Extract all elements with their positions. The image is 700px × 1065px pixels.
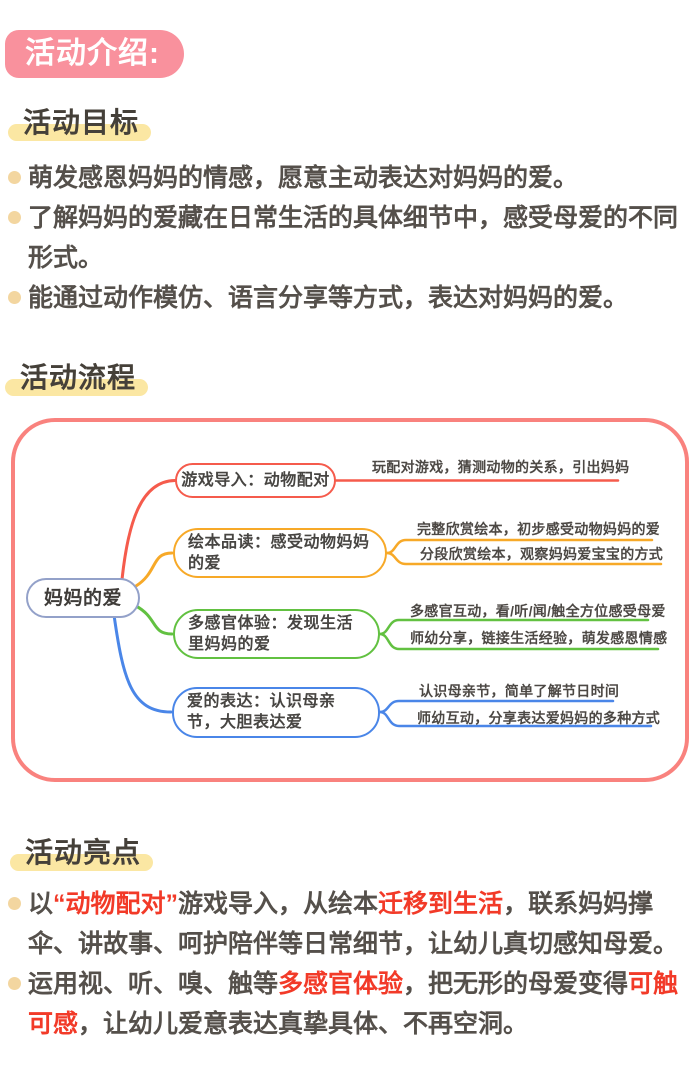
mindmap-panel: 妈妈的爱 游戏导入：动物配对 绘本品读：感受动物妈妈的爱 多感官体验：发现生活里… (11, 418, 689, 782)
highlights-list: 以“动物配对”游戏导入，从绘本迁移到生活，联系妈妈撑 伞、讲故事、呵护陪伴等日常… (8, 884, 694, 1044)
highlight-text: 以“动物配对”游戏导入，从绘本迁移到生活，联系妈妈撑 伞、讲故事、呵护陪伴等日常… (28, 884, 678, 964)
highlight-line: 以“动物配对”游戏导入，从绘本迁移到生活，联系妈妈撑 (28, 890, 654, 918)
mindmap-connector-lines (112, 479, 663, 728)
highlight-line: 可感，让幼儿爱意表达真挚具体、不再空洞。 (28, 1010, 529, 1038)
page-title-badge: 活动介绍: (5, 30, 184, 78)
goal-line: 形式。 (28, 244, 104, 272)
goal-item: 能通过动作模仿、语言分享等方式，表达对妈妈的爱。 (8, 278, 694, 318)
highlight-line: 伞、讲故事、呵护陪伴等日常细节，让幼儿真切感知母爱。 (28, 930, 679, 958)
section-heading-goals: 活动目标 (7, 101, 152, 141)
highlight-item: 运用视、听、嗅、触等多感官体验，把无形的母爱变得可触 可感，让幼儿爱意表达真挚具… (8, 964, 694, 1044)
goal-text: 能通过动作模仿、语言分享等方式，表达对妈妈的爱。 (28, 278, 628, 318)
highlight-item: 以“动物配对”游戏导入，从绘本迁移到生活，联系妈妈撑 伞、讲故事、呵护陪伴等日常… (8, 884, 694, 964)
goal-text: 了解妈妈的爱藏在日常生活的具体细节中，感受母爱的不同 形式。 (28, 198, 678, 278)
mindmap-subitem: 多感官互动，看/听/闻/触全方位感受母爱 (410, 603, 666, 619)
section-heading-flow: 活动流程 (4, 356, 149, 396)
section-heading-highlights: 活动亮点 (9, 831, 154, 871)
mindmap-branch-node-expression: 爱的表达：认识母亲节，大胆表达爱 (172, 687, 380, 738)
bullet-dot-icon (8, 291, 21, 304)
mindmap-subitem: 师幼分享，链接生活经验，萌发感恩情感 (410, 630, 668, 646)
goal-item: 了解妈妈的爱藏在日常生活的具体细节中，感受母爱的不同 形式。 (8, 198, 694, 278)
goal-line: 萌发感恩妈妈的情感，愿意主动表达对妈妈的爱。 (28, 164, 579, 192)
goal-line: 能通过动作模仿、语言分享等方式，表达对妈妈的爱。 (28, 284, 629, 312)
bullet-dot-icon (8, 897, 21, 910)
mindmap-subitem: 完整欣赏绘本，初步感受动物妈妈的爱 (417, 521, 661, 537)
mindmap-subitem: 玩配对游戏，猜测动物的关系，引出妈妈 (372, 459, 630, 475)
bullet-dot-icon (8, 211, 21, 224)
mindmap-branch-node-game: 游戏导入：动物配对 (175, 463, 336, 498)
mindmap-root-node: 妈妈的爱 (26, 578, 140, 618)
goal-text: 萌发感恩妈妈的情感，愿意主动表达对妈妈的爱。 (28, 158, 578, 198)
goals-list: 萌发感恩妈妈的情感，愿意主动表达对妈妈的爱。 了解妈妈的爱藏在日常生活的具体细节… (8, 158, 694, 318)
mindmap-branch-node-multisensory: 多感官体验：发现生活里妈妈的爱 (173, 609, 380, 659)
goal-item: 萌发感恩妈妈的情感，愿意主动表达对妈妈的爱。 (8, 158, 694, 198)
mindmap-branch-node-picture-book: 绘本品读：感受动物妈妈的爱 (173, 528, 387, 578)
mindmap-subitem: 分段欣赏绘本，观察妈妈爱宝宝的方式 (420, 546, 664, 562)
highlight-text: 运用视、听、嗅、触等多感官体验，把无形的母爱变得可触 可感，让幼儿爱意表达真挚具… (28, 964, 678, 1044)
highlight-line: 运用视、听、嗅、触等多感官体验，把无形的母爱变得可触 (28, 970, 679, 998)
goal-line: 了解妈妈的爱藏在日常生活的具体细节中，感受母爱的不同 (28, 204, 679, 232)
mindmap-subitem: 师幼互动，分享表达爱妈妈的多种方式 (417, 710, 661, 726)
bullet-dot-icon (8, 171, 21, 184)
bullet-dot-icon (8, 977, 21, 990)
mindmap-subitem: 认识母亲节，简单了解节日时间 (419, 683, 620, 699)
